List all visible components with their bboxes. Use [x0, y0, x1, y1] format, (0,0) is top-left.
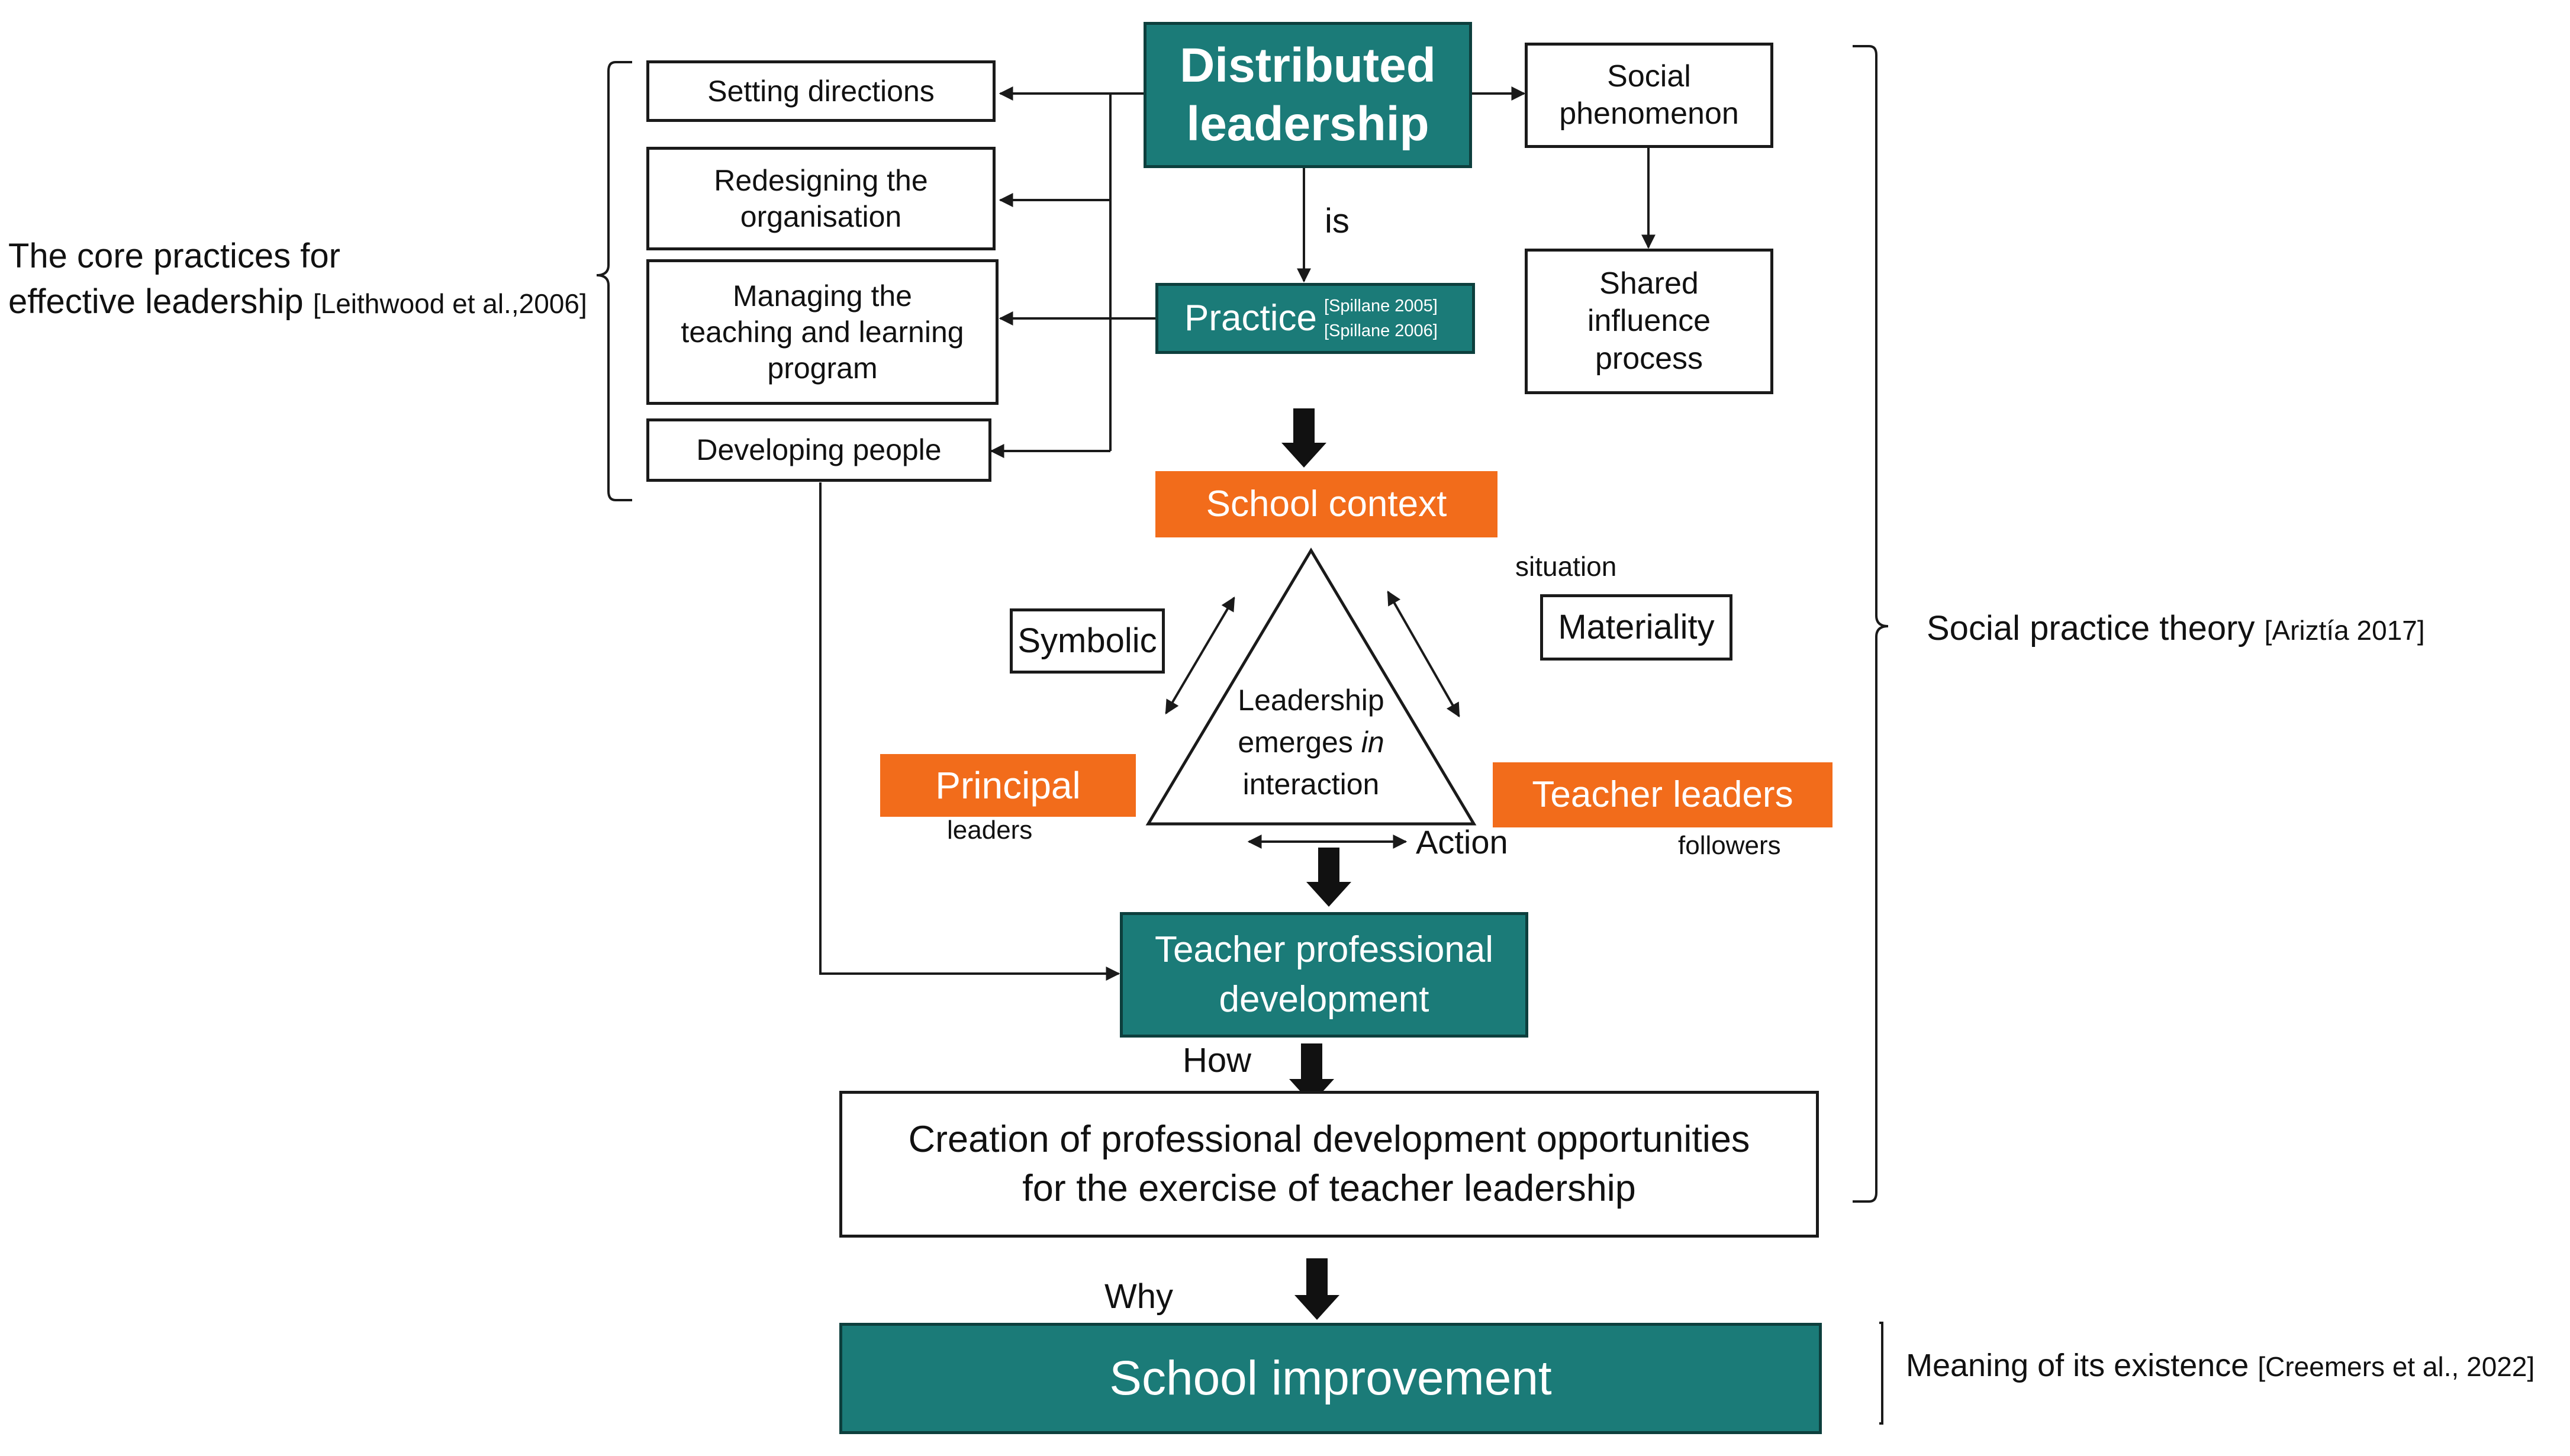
situation-label: situation — [1515, 551, 1617, 582]
leaders-label: leaders — [947, 816, 1033, 845]
is-label: is — [1325, 202, 1350, 240]
redesigning-label-line1: Redesigning the — [714, 163, 928, 197]
bracket-meaning — [1879, 1322, 1883, 1425]
spillane-2005-citation: [Spillane 2005] — [1323, 296, 1438, 315]
social-phenomenon-line1: Social — [1607, 59, 1691, 94]
leithwood-citation: [Leithwood et al.,2006] — [313, 288, 587, 319]
creation-line2: for the exercise of teacher leadership — [1022, 1168, 1636, 1209]
arrow-symbolic-edge — [1165, 596, 1235, 715]
block-arrow-practice-to-context — [1281, 408, 1326, 468]
meaning-label: Meaning of its existence [Creemers et al… — [1906, 1347, 2534, 1384]
triangle-line1: Leadership — [1238, 684, 1384, 717]
materiality-label: Materiality — [1558, 607, 1715, 646]
bracket-core-practices — [596, 61, 632, 501]
managing-teaching-box: Managing the teaching and learning progr… — [646, 259, 999, 405]
teacher-leaders-label: Teacher leaders — [1532, 774, 1793, 816]
creation-opportunities-box: Creation of professional development opp… — [839, 1091, 1819, 1238]
managing-label-line2: teaching and learning — [681, 315, 964, 349]
shared-influence-line3: process — [1595, 341, 1703, 376]
tpd-line2: development — [1219, 979, 1429, 1020]
redesigning-organisation-box: Redesigning the organisation — [646, 147, 996, 250]
triangle-line2-pre: emerges — [1238, 726, 1361, 759]
managing-label-line1: Managing the — [732, 279, 912, 313]
materiality-box: Materiality — [1540, 594, 1732, 661]
core-practices-heading-line1: The core practices for — [8, 237, 340, 275]
block-arrow-tpd-to-creation — [1289, 1043, 1334, 1104]
triangle-line2-em: in — [1361, 726, 1384, 759]
meaning-text: Meaning of its existence — [1906, 1348, 2249, 1383]
teacher-leaders-box: Teacher leaders — [1493, 762, 1833, 827]
distributed-leadership-line2: leadership — [1186, 96, 1429, 151]
followers-label: followers — [1678, 831, 1781, 860]
triangle-line3: interaction — [1242, 768, 1380, 801]
how-label: How — [1183, 1041, 1252, 1080]
block-arrow-triangle-to-tpd — [1306, 848, 1351, 907]
school-improvement-label: School improvement — [1109, 1351, 1552, 1405]
setting-directions-box: Setting directions — [646, 60, 996, 122]
developing-people-label: Developing people — [696, 433, 942, 466]
arrow-developing-to-tpd — [819, 482, 1120, 981]
principal-box: Principal — [880, 754, 1136, 817]
shared-influence-line2: influence — [1587, 304, 1711, 339]
tpd-line1: Teacher professional — [1154, 929, 1494, 971]
redesigning-label-line2: organisation — [740, 199, 902, 233]
practice-citations: [Spillane 2005] [Spillane 2006] — [1324, 294, 1438, 343]
school-context-label: School context — [1206, 484, 1447, 525]
developing-people-box: Developing people — [646, 418, 991, 482]
block-arrow-creation-to-improvement — [1294, 1258, 1339, 1320]
triangle-text: Leadership emerges in interaction — [1213, 679, 1409, 806]
school-improvement-box: School improvement — [839, 1323, 1822, 1434]
arrow-materiality-edge — [1387, 590, 1460, 718]
principal-label: Principal — [935, 764, 1081, 807]
ariztia-citation: [Ariztía 2017] — [2264, 615, 2425, 646]
social-phenomenon-line2: phenomenon — [1559, 96, 1739, 131]
symbolic-box: Symbolic — [1010, 608, 1165, 674]
core-practices-heading-line2: effective leadership — [8, 282, 304, 321]
shared-influence-box: Shared influence process — [1525, 249, 1773, 394]
creemers-citation: [Creemers et al., 2022] — [2257, 1351, 2535, 1382]
bracket-social-practice-theory — [1853, 45, 1889, 1203]
spillane-2006-citation: [Spillane 2006] — [1323, 321, 1438, 340]
practice-label: Practice — [1184, 298, 1317, 339]
why-label: Why — [1104, 1277, 1173, 1316]
shared-influence-line1: Shared — [1599, 266, 1699, 301]
social-practice-theory-label: Social practice theory [Ariztía 2017] — [1927, 608, 2425, 648]
distributed-leadership-box: Distributed leadership — [1144, 22, 1472, 168]
school-context-box: School context — [1155, 471, 1497, 537]
spt-text: Social practice theory — [1927, 609, 2255, 648]
core-practices-heading: The core practices for effective leaders… — [8, 234, 587, 324]
creation-line1: Creation of professional development opp… — [908, 1118, 1750, 1160]
symbolic-label: Symbolic — [1017, 621, 1157, 660]
social-phenomenon-box: Social phenomenon — [1525, 43, 1773, 148]
setting-directions-label: Setting directions — [707, 74, 935, 108]
teacher-professional-development-box: Teacher professional development — [1120, 912, 1528, 1038]
action-label: Action — [1416, 823, 1508, 861]
managing-label-line3: program — [767, 351, 878, 385]
distributed-leadership-line1: Distributed — [1180, 38, 1436, 93]
practice-box: Practice [Spillane 2005] [Spillane 2006] — [1155, 283, 1475, 354]
